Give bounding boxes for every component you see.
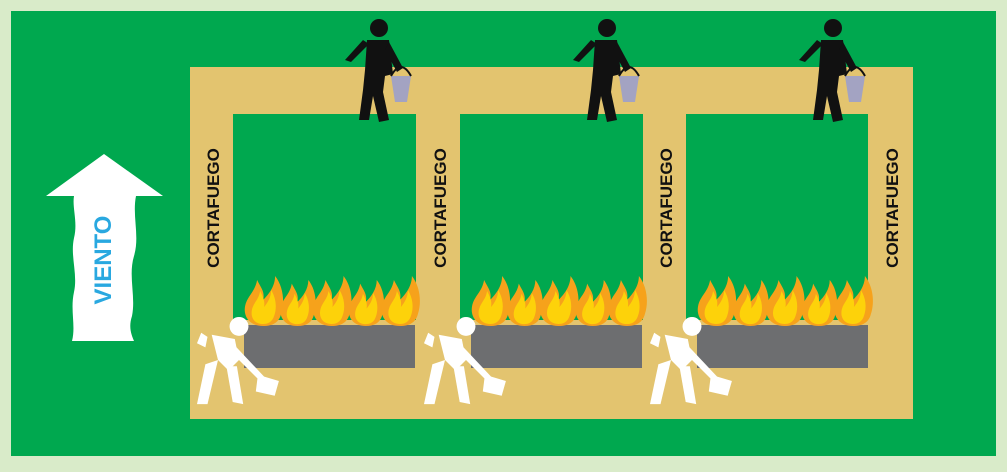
burned-area-1 bbox=[244, 325, 415, 368]
firebreak-label-1: CORTAFUEGO bbox=[204, 148, 223, 268]
burned-area-2 bbox=[471, 325, 642, 368]
firebreak-label-3: CORTAFUEGO bbox=[657, 148, 676, 268]
firebreak-label-2: CORTAFUEGO bbox=[431, 148, 450, 268]
wind-label: VIENTO bbox=[90, 216, 117, 305]
burned-area-3 bbox=[697, 325, 868, 368]
firebreak-label-4: CORTAFUEGO bbox=[883, 148, 902, 268]
